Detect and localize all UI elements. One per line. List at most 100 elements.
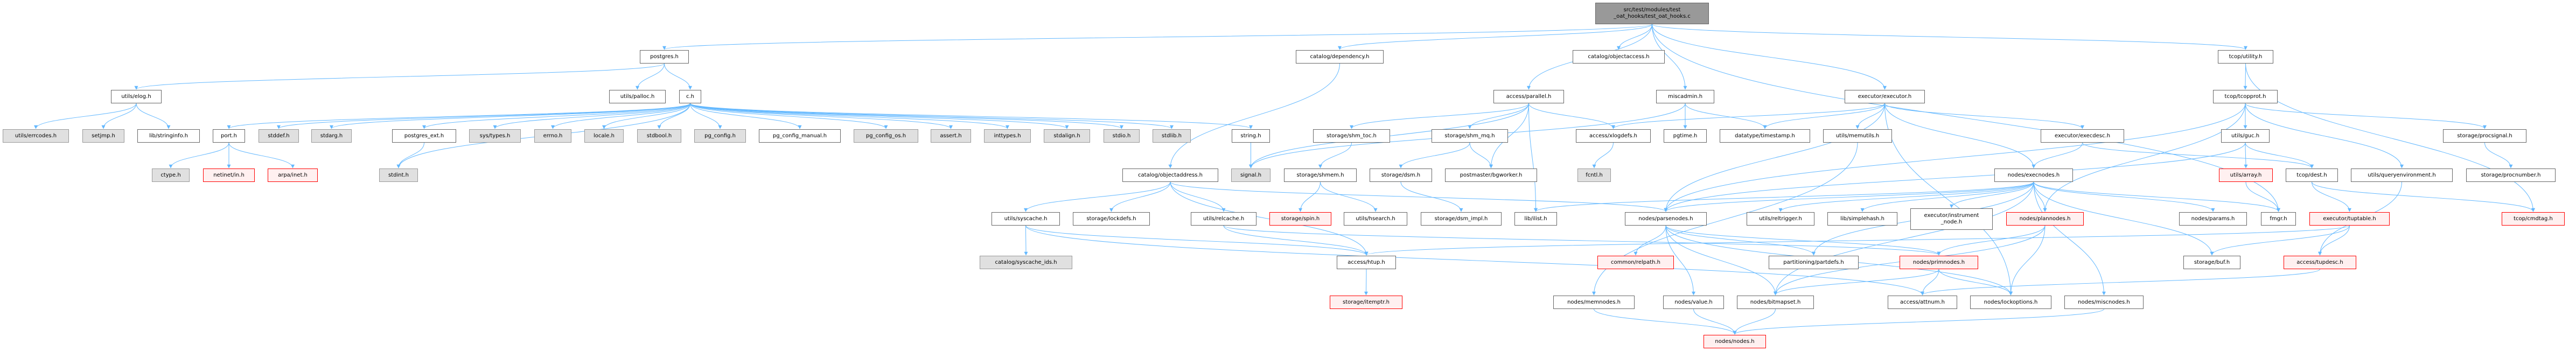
node-errno[interactable]: errno.h — [534, 129, 571, 143]
node-stddef[interactable]: stddef.h — [259, 129, 299, 143]
node-value[interactable]: nodes/value.h — [1663, 296, 1724, 309]
node-port[interactable]: port.h — [213, 129, 245, 143]
node-fmgr[interactable]: fmgr.h — [2261, 212, 2296, 226]
node-pg-config-os[interactable]: pg_config_os.h — [854, 129, 918, 143]
node-setjmp[interactable]: setjmp.h — [82, 129, 124, 143]
node-assert[interactable]: assert.h — [931, 129, 971, 143]
node-simplehash[interactable]: lib/simplehash.h — [1827, 212, 1897, 226]
node-lockoptions[interactable]: nodes/lockoptions.h — [1970, 296, 2051, 309]
node-stdint[interactable]: stdint.h — [379, 169, 418, 182]
node-stdarg[interactable]: stdarg.h — [311, 129, 352, 143]
node-stdbool[interactable]: stdbool.h — [637, 129, 681, 143]
node-memnodes[interactable]: nodes/memnodes.h — [1553, 296, 1635, 309]
node-procsignal[interactable]: storage/procsignal.h — [2443, 129, 2526, 143]
node-arpa[interactable]: arpa/inet.h — [268, 169, 318, 182]
node-procnumber[interactable]: storage/procnumber.h — [2466, 169, 2556, 182]
node-guc[interactable]: utils/guc.h — [2221, 129, 2270, 143]
edge-execnodes-to-miscnodes — [2033, 181, 2106, 296]
node-c[interactable]: c.h — [679, 90, 701, 103]
node-queryenv[interactable]: utils/queryenvironment.h — [2351, 169, 2453, 182]
node-array[interactable]: utils/array.h — [2219, 169, 2273, 182]
node-spin[interactable]: storage/spin.h — [1269, 212, 1331, 226]
node-dest[interactable]: tcop/dest.h — [2286, 169, 2338, 182]
node-objectaccess[interactable]: catalog/objectaccess.h — [1573, 50, 1665, 64]
node-miscnodes[interactable]: nodes/miscnodes.h — [2064, 296, 2144, 309]
node-utility[interactable]: tcop/utility.h — [2218, 50, 2273, 64]
node-instrument[interactable]: executor/instrument _node.h — [1910, 208, 1993, 230]
node-palloc[interactable]: utils/palloc.h — [609, 90, 666, 103]
node-signal[interactable]: signal.h — [1231, 169, 1270, 182]
node-partdefs[interactable]: partitioning/partdefs.h — [1769, 256, 1859, 269]
node-execnodes[interactable]: nodes/execnodes.h — [1994, 169, 2073, 182]
edge-guc-to-parsenodes — [1664, 142, 2246, 212]
edge-objectaddress-to-parsenodes — [1170, 181, 1668, 212]
edge-c-to-stdarg — [330, 103, 690, 129]
node-ilist[interactable]: lib/ilist.h — [1514, 212, 1557, 226]
node-netinet[interactable]: netinet/in.h — [203, 169, 255, 182]
node-relcache[interactable]: utils/relcache.h — [1191, 212, 1256, 226]
node-relpath[interactable]: common/relpath.h — [1597, 256, 1674, 269]
node-dsm-impl[interactable]: storage/dsm_impl.h — [1421, 212, 1502, 226]
node-postgres[interactable]: postgres.h — [640, 50, 689, 64]
node-bitmapset[interactable]: nodes/bitmapset.h — [1737, 296, 1814, 309]
node-dsm[interactable]: storage/dsm.h — [1370, 169, 1432, 182]
node-dependency[interactable]: catalog/dependency.h — [1296, 50, 1384, 64]
node-syscache[interactable]: utils/syscache.h — [992, 212, 1060, 226]
node-parsenodes[interactable]: nodes/parsenodes.h — [1625, 212, 1707, 226]
node-ctype[interactable]: ctype.h — [152, 169, 190, 182]
node-xlogdefs[interactable]: access/xlogdefs.h — [1576, 129, 1651, 143]
node-plannodes[interactable]: nodes/plannodes.h — [2006, 212, 2084, 226]
node-executor[interactable]: executor/executor.h — [1845, 90, 1925, 103]
node-execdesc[interactable]: executor/execdesc.h — [2041, 129, 2124, 143]
node-tuptable[interactable]: executor/tuptable.h — [2309, 212, 2390, 226]
node-objectaddress[interactable]: catalog/objectaddress.h — [1122, 169, 1218, 182]
node-errcodes[interactable]: utils/errcodes.h — [3, 129, 69, 143]
node-htup[interactable]: access/htup.h — [1337, 256, 1396, 269]
node-shmem[interactable]: storage/shmem.h — [1284, 169, 1357, 182]
node-elog[interactable]: utils/elog.h — [111, 90, 162, 103]
node-shm-mq[interactable]: storage/shm_mq.h — [1432, 129, 1508, 143]
node-itemptr[interactable]: storage/itemptr.h — [1330, 296, 1402, 309]
node-params[interactable]: nodes/params.h — [2179, 212, 2247, 226]
node-fcntl[interactable]: fcntl.h — [1577, 169, 1611, 182]
node-pgtime[interactable]: pgtime.h — [1664, 129, 1707, 143]
node-stdalign[interactable]: stdalign.h — [1044, 129, 1090, 143]
node-reltrigger[interactable]: utils/reltrigger.h — [1747, 212, 1814, 226]
node-tcopprot[interactable]: tcop/tcopprot.h — [2213, 90, 2278, 103]
node-memutils[interactable]: utils/memutils.h — [1823, 129, 1892, 143]
node-locale[interactable]: locale.h — [584, 129, 624, 143]
node-stringinfo[interactable]: lib/stringinfo.h — [137, 129, 200, 143]
edge-postgres-to-elog — [134, 63, 665, 90]
edge-c-to-port — [227, 103, 690, 129]
node-pg-config[interactable]: pg_config.h — [694, 129, 746, 143]
edge-value-to-nodes — [1693, 308, 1737, 335]
node-tupdesc[interactable]: access/tupdesc.h — [2284, 256, 2356, 269]
node-hsearch[interactable]: utils/hsearch.h — [1344, 212, 1407, 226]
edge-parsenodes-to-value — [1665, 225, 1695, 296]
node-buf[interactable]: storage/buf.h — [2183, 256, 2240, 269]
node-systypes[interactable]: sys/types.h — [469, 129, 521, 143]
node-syscache-ids[interactable]: catalog/syscache_ids.h — [980, 256, 1072, 269]
node-shm-toc[interactable]: storage/shm_toc.h — [1313, 129, 1390, 143]
edge-execnodes-to-instrument — [1950, 181, 2034, 208]
node-timestamp[interactable]: datatype/timestamp.h — [1720, 129, 1810, 143]
node-attnum[interactable]: access/attnum.h — [1888, 296, 1957, 309]
node-stdio[interactable]: stdio.h — [1104, 129, 1140, 143]
edge-parallel-to-ilist — [1528, 103, 1538, 212]
edge-guc-to-dest — [2245, 142, 2314, 169]
node-bgworker[interactable]: postmaster/bgworker.h — [1445, 169, 1537, 182]
node-miscadmin[interactable]: miscadmin.h — [1656, 90, 1714, 103]
node-nodes[interactable]: nodes/nodes.h — [1704, 335, 1766, 348]
node-postgres-ext[interactable]: postgres_ext.h — [392, 129, 456, 143]
edge-primnodes-to-lockoptions — [1938, 269, 2013, 296]
node-inttypes[interactable]: inttypes.h — [984, 129, 1031, 143]
edge-relcache-to-primnodes — [1223, 225, 1941, 256]
node-lockdefs[interactable]: storage/lockdefs.h — [1073, 212, 1150, 226]
edge-c-to-locale — [602, 103, 690, 129]
node-pg-config-manual[interactable]: pg_config_manual.h — [759, 129, 841, 143]
node-cmdtag[interactable]: tcop/cmdtag.h — [2502, 212, 2565, 226]
node-string[interactable]: string.h — [1232, 129, 1270, 143]
node-parallel[interactable]: access/parallel.h — [1493, 90, 1564, 103]
node-stdlib[interactable]: stdlib.h — [1153, 129, 1191, 143]
node-primnodes[interactable]: nodes/primnodes.h — [1900, 256, 1978, 269]
